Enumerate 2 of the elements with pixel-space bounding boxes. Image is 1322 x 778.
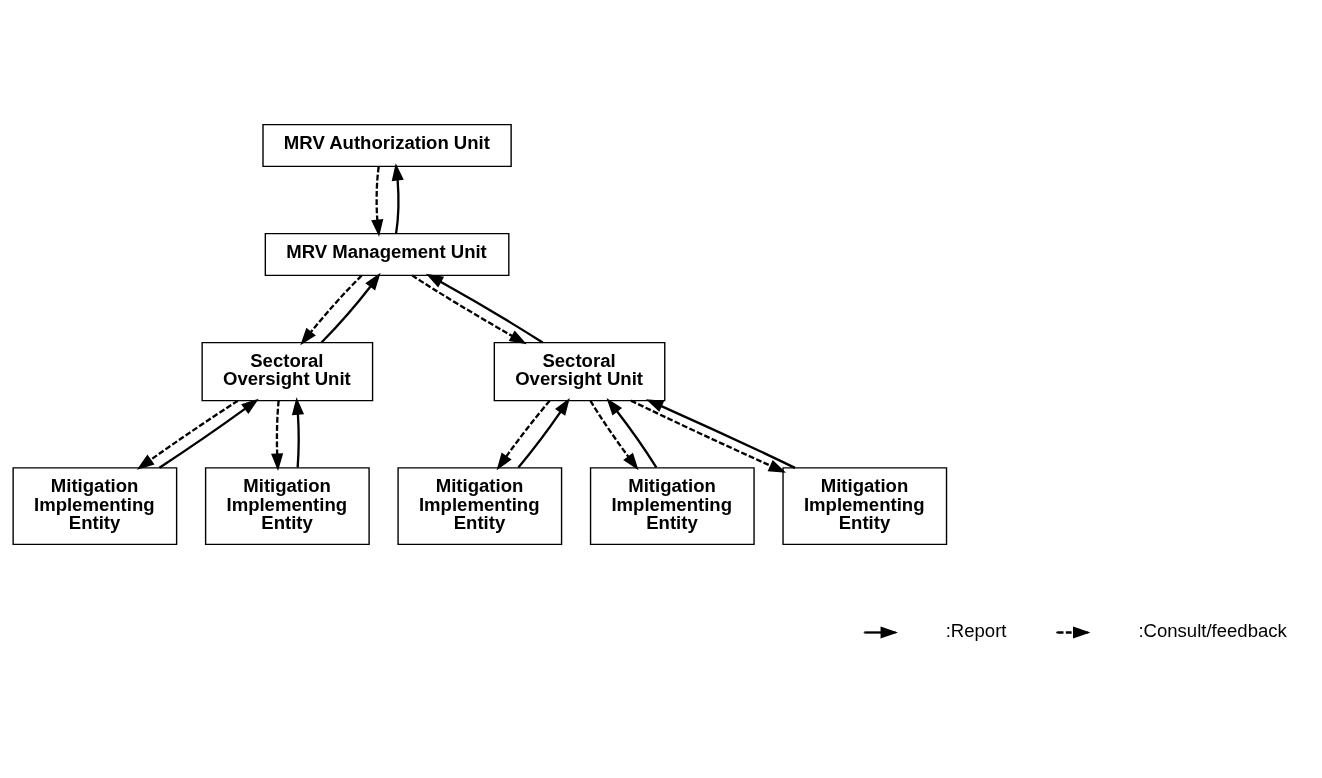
legend-label: :Report — [945, 619, 1007, 641]
legend-label: :Consult/feedback — [1138, 619, 1287, 641]
